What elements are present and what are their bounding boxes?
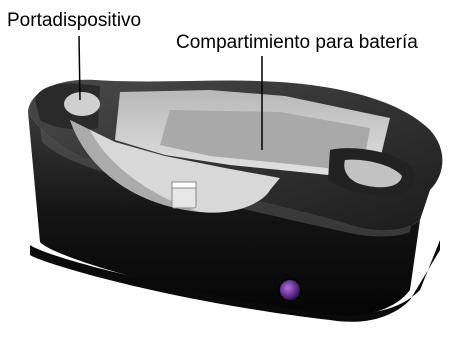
power-indicator-light — [280, 280, 300, 300]
device-holder-leader — [78, 35, 81, 101]
battery-compartment-label: Compartimiento para batería — [176, 32, 418, 53]
base-rim — [30, 240, 440, 322]
right-pocket-inner — [344, 159, 402, 188]
device-cradle-area — [70, 120, 280, 213]
battery-tray-floor — [160, 110, 370, 172]
device-holder-label: Portadispositivo — [7, 10, 142, 31]
cradle-front — [28, 112, 420, 316]
device-cradle-shadow — [70, 120, 200, 212]
power-indicator-ring — [278, 278, 302, 302]
device-holder-well — [64, 92, 100, 116]
dock-connector-top — [171, 181, 197, 189]
